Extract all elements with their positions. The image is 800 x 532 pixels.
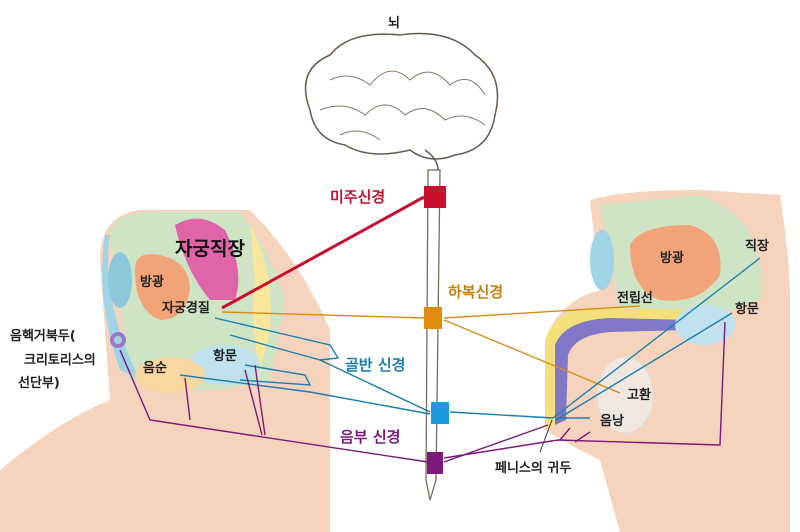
hypogastric-nerve-label: 하복신경	[448, 283, 503, 301]
male-bladder-label: 방광	[660, 250, 684, 266]
male-pelvis-illustration	[545, 190, 790, 532]
spinal-cord	[425, 169, 441, 501]
female-cervix-label: 자궁경질	[162, 300, 210, 316]
female-bladder-label: 방광	[140, 274, 164, 290]
male-rectum-label: 직장	[745, 238, 769, 254]
hypogastric-nerve-marker	[424, 307, 442, 329]
pudendal-nerve-lines	[119, 321, 726, 463]
male-prostate-label: 전립선	[617, 290, 653, 306]
brain-illustration	[304, 32, 499, 201]
female-uterus-rectum-label: 자궁직장	[175, 238, 245, 260]
pudendal-nerve-marker	[427, 452, 443, 474]
male-anus-label: 항문	[735, 301, 759, 317]
female-anus-label: 항문	[213, 348, 237, 364]
pelvic-nerve-marker	[431, 402, 449, 424]
male-scrotum-label: 음낭	[600, 413, 624, 429]
male-glans-label: 페니스의 귀두	[495, 460, 571, 476]
pelvic-nerve-label: 골반 신경	[345, 356, 405, 374]
vagus-nerve-line	[221, 195, 425, 310]
pelvic-nerve-lines	[179, 257, 761, 421]
male-testis-label: 고환	[627, 387, 651, 403]
vagus-nerve-label: 미주신경	[330, 188, 385, 206]
vagus-nerve-marker	[424, 186, 446, 208]
female-labia-label: 음순	[143, 360, 167, 376]
clitoris-label-3: 선단부)	[18, 375, 60, 391]
glans-leader	[539, 419, 553, 453]
brain-label: 뇌	[388, 15, 400, 31]
clitoris-label-1: 음핵거북두(	[10, 328, 76, 344]
pudendal-nerve-label: 음부 신경	[340, 428, 400, 446]
hypogastric-nerve-lines	[221, 305, 641, 394]
clitoris-label-2: 크리토리스의	[24, 352, 96, 368]
female-pelvis-illustration	[0, 210, 330, 532]
